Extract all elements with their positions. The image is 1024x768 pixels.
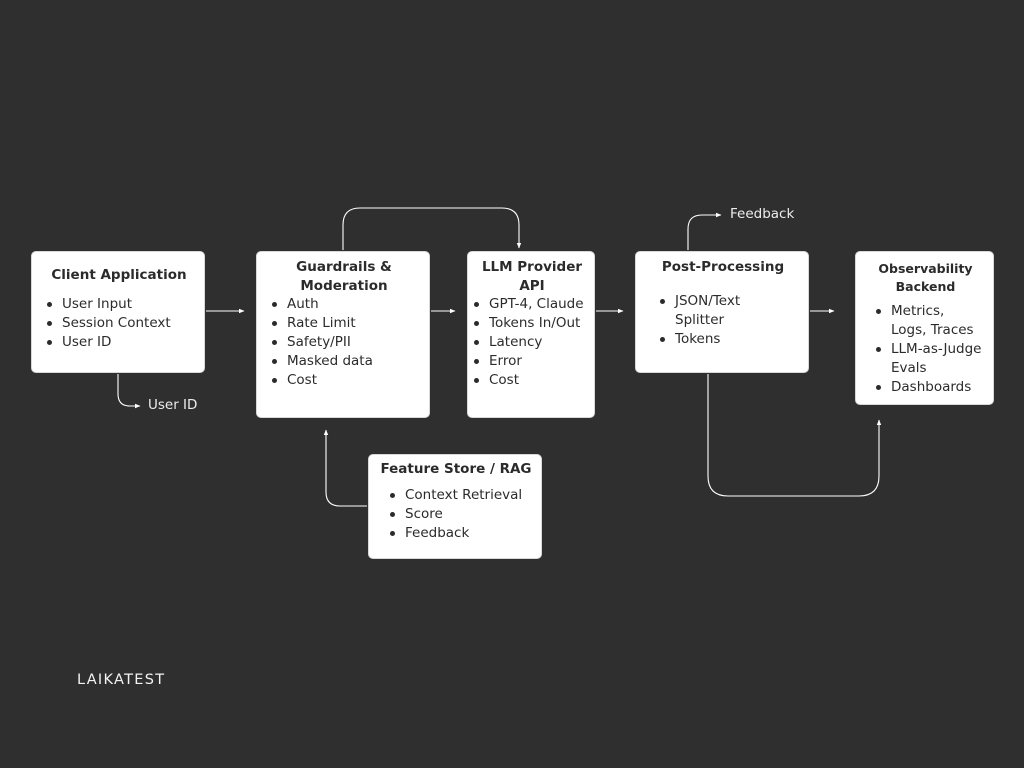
- node-title: Post-Processing: [661, 259, 785, 275]
- list-item: Metrics, Logs, Traces: [874, 302, 979, 340]
- node-item-list: JSON/Text Splitter Tokens: [658, 292, 798, 349]
- node-item-list: User Input Session Context User ID: [45, 295, 171, 352]
- node-item-list: GPT-4, Claude Tokens In/Out Latency Erro…: [472, 295, 584, 390]
- list-item: Cost: [472, 371, 584, 390]
- list-item: Session Context: [45, 314, 171, 333]
- node-title-line: LLM Provider: [481, 259, 583, 275]
- node-guardrails-moderation: Guardrails & Moderation Auth Rate Limit …: [256, 251, 430, 418]
- list-item: Rate Limit: [270, 314, 373, 333]
- edge-guardrails-loop-to-llm: [342, 207, 522, 250]
- node-post-processing: Post-Processing JSON/Text Splitter Token…: [635, 251, 809, 373]
- list-item: Dashboards: [874, 378, 992, 397]
- node-title: Client Application: [51, 267, 187, 283]
- list-item: User Input: [45, 295, 171, 314]
- edge-label-feedback: Feedback: [730, 206, 795, 222]
- node-title: LLM Provider API: [468, 258, 596, 296]
- node-title-line: Backend: [895, 279, 956, 294]
- list-item: Context Retrieval: [388, 486, 522, 505]
- node-title: Feature Store / RAG: [380, 461, 532, 477]
- node-item-list: Context Retrieval Score Feedback: [388, 486, 522, 543]
- node-title-line: Moderation: [300, 278, 388, 294]
- node-client-application: Client Application User Input Session Co…: [31, 251, 205, 373]
- node-llm-provider-api: LLM Provider API GPT-4, Claude Tokens In…: [467, 251, 595, 418]
- node-title: Observability Backend: [856, 260, 995, 296]
- edge-post-to-observability-lower: [707, 374, 882, 497]
- list-item: GPT-4, Claude: [472, 295, 584, 314]
- node-title: Guardrails & Moderation: [257, 258, 431, 296]
- node-title-line: Observability: [878, 261, 973, 276]
- node-item-list: Auth Rate Limit Safety/PII Masked data C…: [270, 295, 373, 390]
- list-item: JSON/Text Splitter: [658, 292, 755, 330]
- list-item: Tokens: [658, 330, 798, 349]
- list-item: LLM-as-Judge Evals: [874, 340, 985, 378]
- edge-feature-to-guardrails: [323, 429, 367, 507]
- list-item: Auth: [270, 295, 373, 314]
- node-item-list: Metrics, Logs, Traces LLM-as-Judge Evals…: [874, 302, 992, 397]
- list-item: Latency: [472, 333, 584, 352]
- brand-wordmark: LAIKATEST: [77, 672, 166, 688]
- list-item: Tokens In/Out: [472, 314, 584, 333]
- edge-post-feedback: [687, 212, 722, 250]
- list-item: User ID: [45, 333, 171, 352]
- node-title-line: Guardrails &: [296, 259, 392, 275]
- list-item: Cost: [270, 371, 373, 390]
- list-item: Feedback: [388, 524, 522, 543]
- list-item: Error: [472, 352, 584, 371]
- list-item: Masked data: [270, 352, 373, 371]
- node-title-line: API: [519, 278, 545, 294]
- list-item: Score: [388, 505, 522, 524]
- edge-client-user-id: [117, 374, 141, 409]
- node-observability-backend: Observability Backend Metrics, Logs, Tra…: [855, 251, 994, 405]
- edge-label-user-id: User ID: [148, 397, 198, 413]
- node-feature-store-rag: Feature Store / RAG Context Retrieval Sc…: [368, 454, 542, 559]
- list-item: Safety/PII: [270, 333, 373, 352]
